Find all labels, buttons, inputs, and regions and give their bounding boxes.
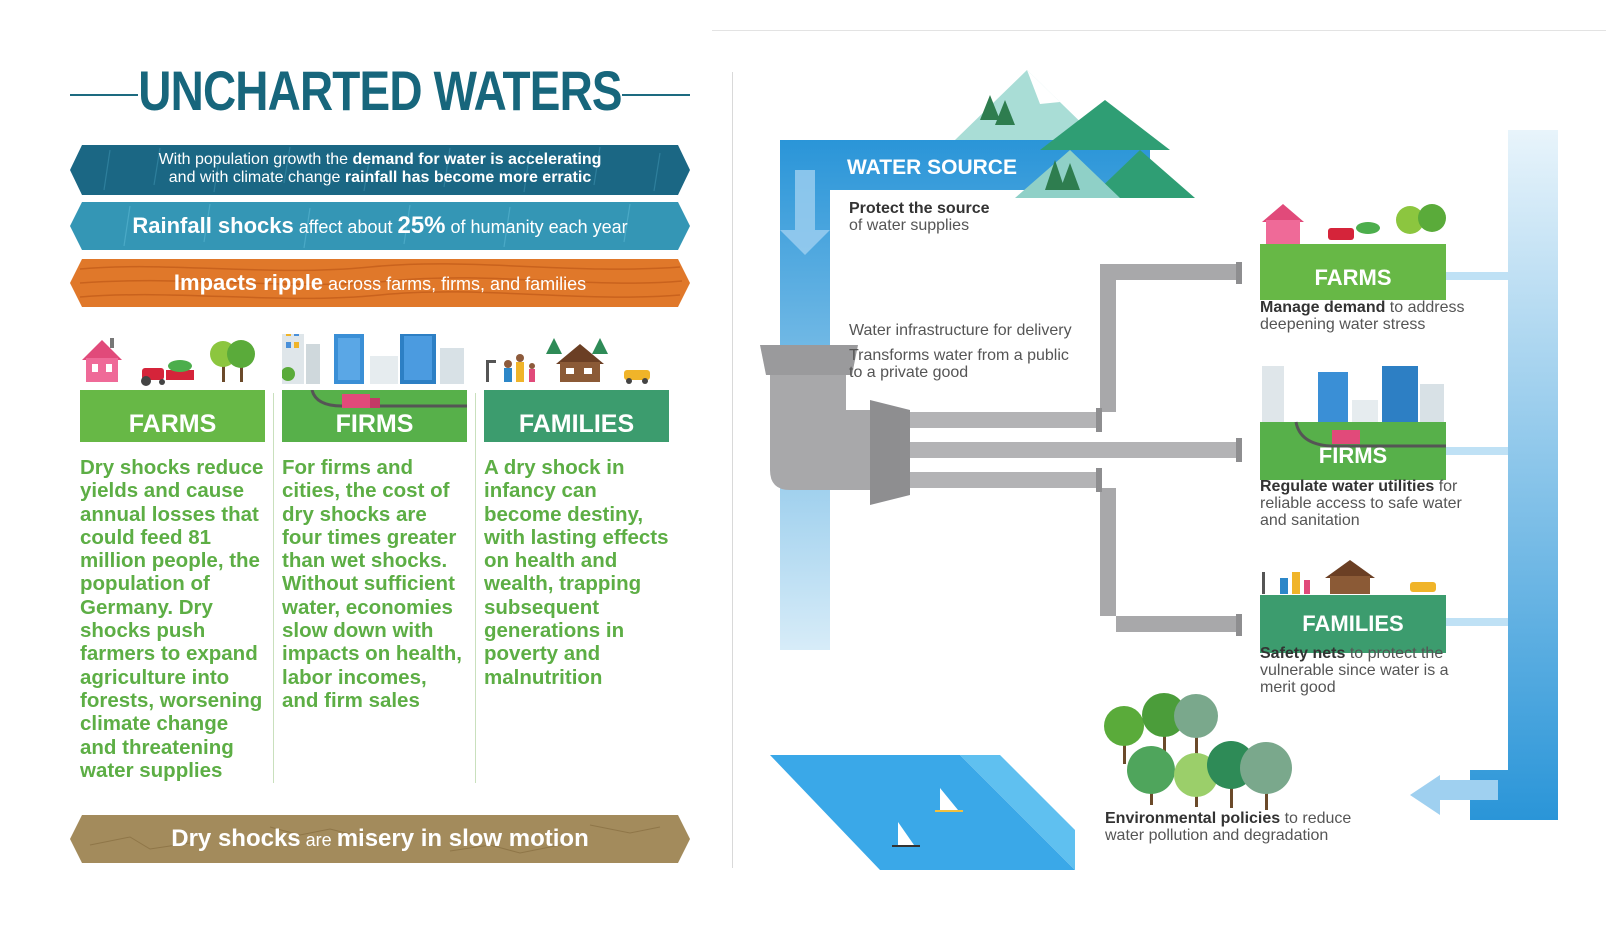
infra-caption-2: Transforms water from a public to a priv… <box>849 347 1069 381</box>
env-caption-bold: Environmental policies <box>1105 810 1281 827</box>
water-source-label: WATER SOURCE <box>847 156 1017 179</box>
banner-rainfall-post: of humanity each year <box>445 217 628 237</box>
infra-line-1: Water infrastructure for delivery <box>849 322 1072 339</box>
family-illustration-icon <box>486 338 650 384</box>
firms-caption-rest1: for <box>1434 478 1458 495</box>
banner-dry-shocks-shape <box>70 815 690 863</box>
banner-impacts: Impacts ripple across farms, firms, and … <box>70 259 690 307</box>
infra-line-2b: to a private good <box>849 364 969 381</box>
env-caption-rest2: water pollution and degradation <box>1105 827 1329 844</box>
banner-rainfall-pct: 25% <box>397 212 446 239</box>
banner-dry-shocks-bold2: misery in slow motion <box>336 825 589 852</box>
farm-illustration-icon <box>82 338 255 386</box>
banner-demand-bold2: rainfall has become more erratic <box>344 169 592 186</box>
banner-rainfall-mid: affect about <box>293 217 398 237</box>
banner-dry-shocks: Dry shocks are misery in slow motion <box>70 815 690 863</box>
banner-dry-shocks-mid: are <box>300 830 337 850</box>
panel-divider <box>732 72 733 868</box>
city-illustration-icon <box>281 324 464 384</box>
banner-demand: With population growth the demand for wa… <box>70 145 690 195</box>
infra-caption: Water infrastructure for delivery <box>849 322 1072 339</box>
farms-caption-rest2: deepening water stress <box>1260 316 1426 333</box>
column-families: FAMILIES A dry shock in infancy can beco… <box>484 334 669 689</box>
column-divider-2 <box>475 393 476 783</box>
mountains-icon <box>955 70 1195 198</box>
env-caption: Environmental policies to reduce water p… <box>1105 810 1351 844</box>
families-caption-bold: Safety nets <box>1260 645 1346 662</box>
banner-demand-text: With population growth the demand for wa… <box>70 145 690 187</box>
farms-scene <box>80 334 265 390</box>
page-title: UNCHARTED WATERS <box>138 59 622 122</box>
farms-block-icon <box>1260 204 1446 300</box>
banner-demand-shape <box>70 145 690 195</box>
river-right <box>1410 130 1558 820</box>
farms-label: FARMS <box>80 390 265 442</box>
banner-rainfall: Rainfall shocks affect about 25% of huma… <box>70 202 690 250</box>
families-caption-rest1: to protect the <box>1345 645 1444 662</box>
firms-body: For firms and cities, the cost of dry sh… <box>282 456 462 712</box>
source-caption: Protect the source of water supplies <box>849 200 989 234</box>
firms-caption-rest3: and sanitation <box>1260 512 1360 529</box>
families-block-icon <box>1260 560 1446 653</box>
infra-line-2a: Transforms water from a public <box>849 347 1069 364</box>
diagram-firms-label: FIRMS <box>1318 443 1388 468</box>
firms-label: FIRMS <box>335 410 414 438</box>
banner-impacts-text: Impacts ripple across farms, firms, and … <box>70 259 690 308</box>
families-caption: Safety nets to protect the vulnerable si… <box>1260 645 1449 696</box>
firms-caption: Regulate water utilities for reliable ac… <box>1260 478 1462 529</box>
lake-icon <box>770 755 1075 870</box>
farms-caption-bold: Manage demand <box>1260 299 1386 316</box>
families-caption-rest2: vulnerable since water is a <box>1260 662 1449 679</box>
firms-caption-bold: Regulate water utilities <box>1260 478 1435 495</box>
env-caption-rest1: to reduce <box>1280 810 1352 827</box>
title-rule-left <box>70 94 138 96</box>
families-scene <box>484 334 669 390</box>
banner-rainfall-shape <box>70 202 690 250</box>
firms-caption-rest2: reliable access to safe water <box>1260 495 1462 512</box>
families-label: FAMILIES <box>484 390 669 442</box>
banner-impacts-shape <box>70 259 690 307</box>
column-farms: FARMS Dry shocks reduce yields and cause… <box>80 334 265 782</box>
families-caption-rest3: merit good <box>1260 679 1336 696</box>
firms-label-block: FIRMS <box>282 390 467 442</box>
banner-demand-mid: and with climate change <box>168 169 345 186</box>
banner-demand-bold1: demand for water is accelerating <box>352 151 602 168</box>
title-block: UNCHARTED WATERS <box>70 58 690 128</box>
forest-icon <box>1104 693 1292 810</box>
banner-dry-shocks-text: Dry shocks are misery in slow motion <box>70 815 690 864</box>
title-rule-right <box>622 94 690 96</box>
source-caption-rest: of water supplies <box>849 217 970 234</box>
column-firms: FIRMS For firms and cities, the cost of … <box>281 324 467 712</box>
banner-impacts-post: across farms, firms, and families <box>323 274 587 294</box>
farms-body: Dry shocks reduce yields and cause annua… <box>80 456 264 782</box>
column-divider-1 <box>273 393 274 783</box>
banner-impacts-bold: Impacts ripple <box>173 270 324 295</box>
firms-scene <box>281 324 467 390</box>
banner-dry-shocks-bold1: Dry shocks <box>171 825 301 852</box>
diagram-families-label: FAMILIES <box>1302 611 1404 636</box>
families-body: A dry shock in infancy can become destin… <box>484 456 669 689</box>
source-caption-bold: Protect the source <box>849 200 990 217</box>
banner-demand-pre: With population growth the <box>158 151 353 168</box>
banner-rainfall-text: Rainfall shocks affect about 25% of huma… <box>70 202 690 251</box>
diagram-farms-label: FARMS <box>1314 265 1392 290</box>
pipe-system <box>760 262 1242 636</box>
road-truck-icon <box>310 390 467 408</box>
farms-caption-rest1: to address <box>1385 299 1465 316</box>
banner-rainfall-bold: Rainfall shocks <box>132 213 294 238</box>
top-rule <box>712 30 1606 31</box>
river-left <box>780 140 1150 650</box>
farms-caption: Manage demand to address deepening water… <box>1260 299 1465 333</box>
firms-block-icon <box>1260 366 1446 480</box>
